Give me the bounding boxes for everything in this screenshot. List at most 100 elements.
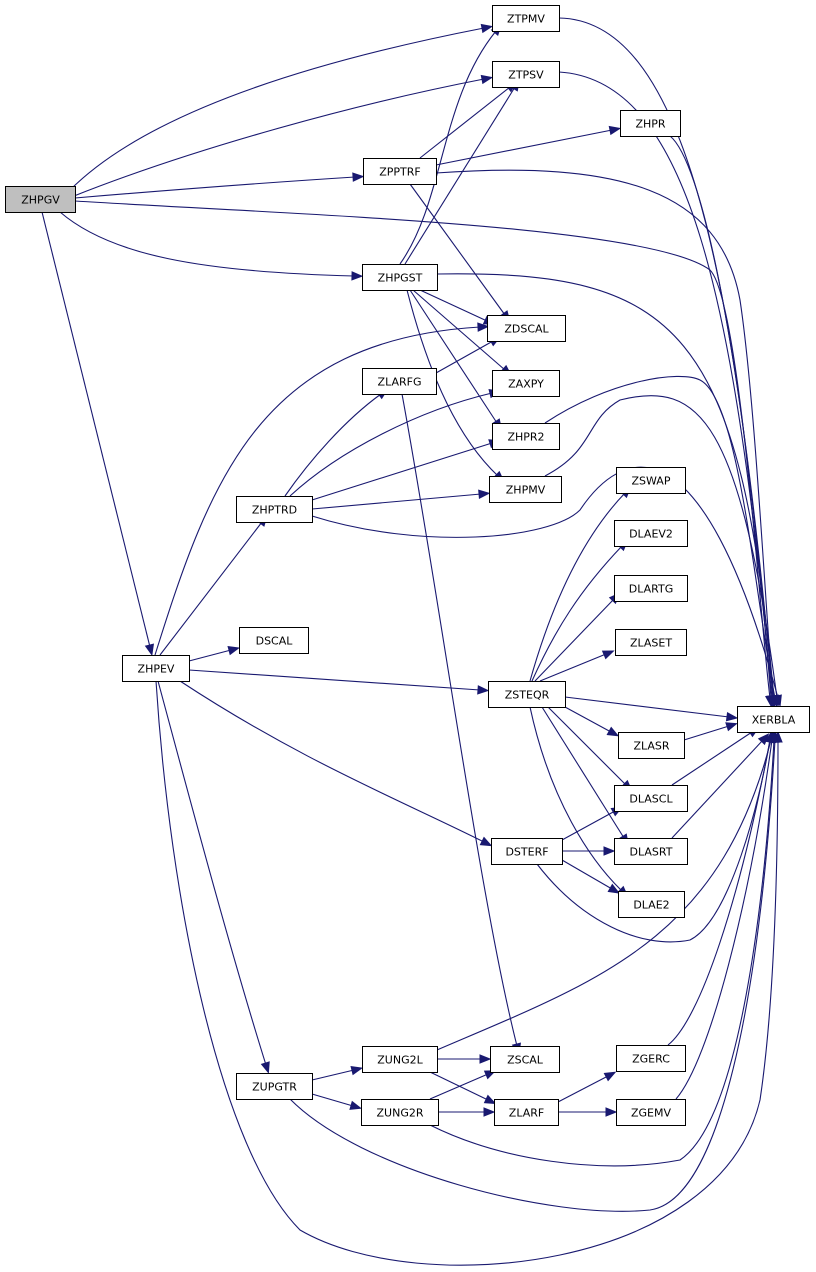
edge-dlascl-to-xerbla (671, 731, 753, 786)
nodes-layer: ZHPGV ZTPMV ZTPSV ZHPR ZPPTRF ZHPGST ZDSCAL ZLA… (5, 5, 810, 1126)
edge-zsteqr-to-dlasrt (541, 706, 625, 839)
node-label-zlasr: ZLASR (633, 740, 669, 753)
node-box-ztpsv[interactable] (492, 61, 560, 88)
node-box-zhptrd[interactable] (236, 496, 313, 523)
node-box-zswap[interactable] (616, 467, 686, 494)
node-zhpgst[interactable]: ZHPGST (362, 264, 438, 291)
node-label-zung2l: ZUNG2L (377, 1054, 423, 1067)
node-zung2l[interactable]: ZUNG2L (362, 1046, 438, 1073)
edge-zpptrf-to-zdscal (409, 183, 506, 316)
node-box-zlarf[interactable] (494, 1099, 559, 1126)
arrowhead-zung2l-to-zscal (479, 1054, 492, 1064)
node-label-zsteqr: ZSTEQR (505, 689, 550, 702)
edge-zhpev-to-dscal (188, 649, 232, 662)
node-ztpsv[interactable]: ZTPSV (492, 61, 560, 88)
node-xerbla[interactable]: XERBLA (737, 706, 810, 733)
node-zscal[interactable]: ZSCAL (490, 1046, 560, 1073)
node-zdscal[interactable]: ZDSCAL (487, 315, 566, 342)
edge-zhpev-to-zsteqr (188, 669, 481, 691)
arrowhead-zung2r-to-zlarf (483, 1107, 496, 1117)
node-zlaset[interactable]: ZLASET (615, 629, 687, 656)
arrowhead-zhpev-to-zsteqr (477, 685, 490, 695)
node-zung2r[interactable]: ZUNG2R (361, 1099, 439, 1126)
edge-zhpr-to-xerbla (669, 135, 774, 699)
node-zhptrd[interactable]: ZHPTRD (236, 496, 313, 523)
edge-zhptrd-to-zhpr2 (311, 442, 493, 501)
node-box-zung2r[interactable] (361, 1099, 439, 1126)
node-box-dlae2[interactable] (618, 891, 685, 918)
node-box-zhpr2[interactable] (492, 423, 560, 450)
node-box-zgemv[interactable] (616, 1099, 686, 1126)
node-label-zgemv: ZGEMV (631, 1107, 672, 1120)
node-box-dscal[interactable] (239, 627, 309, 654)
edge-zhpev-to-dsterf (179, 680, 485, 843)
arrowhead-zhpev-to-zdscal (477, 322, 490, 332)
node-zupgtr[interactable]: ZUPGTR (236, 1073, 313, 1100)
arrowhead-zhpgv-to-zhpev (144, 643, 154, 657)
node-zlarfg[interactable]: ZLARFG (362, 368, 437, 395)
node-zgemv[interactable]: ZGEMV (616, 1099, 686, 1126)
edge-zhpgst-to-zaxpy (412, 289, 506, 371)
node-zlarf[interactable]: ZLARF (494, 1099, 559, 1126)
node-box-zaxpy[interactable] (492, 370, 560, 397)
node-ztpmv[interactable]: ZTPMV (492, 5, 560, 32)
node-dscal[interactable]: DSCAL (239, 627, 309, 654)
node-box-zung2l[interactable] (362, 1046, 438, 1073)
node-box-xerbla[interactable] (737, 706, 810, 733)
node-zaxpy[interactable]: ZAXPY (492, 370, 560, 397)
node-box-zhpev[interactable] (122, 655, 190, 682)
node-box-dlaev2[interactable] (614, 520, 688, 547)
node-box-zgerc[interactable] (616, 1045, 686, 1072)
arrowhead-zlasr-to-xerbla (725, 722, 738, 732)
node-box-zpptrf[interactable] (363, 158, 437, 185)
node-dlae2[interactable]: DLAE2 (618, 891, 685, 918)
edge-zlarf-to-zgerc (557, 1075, 609, 1103)
node-label-xerbla: XERBLA (752, 714, 796, 727)
edge-zlarfg-to-zscal (401, 393, 518, 1047)
node-dlasrt[interactable]: DLASRT (614, 838, 688, 865)
node-box-zsteqr[interactable] (488, 681, 566, 708)
node-box-zupgtr[interactable] (236, 1073, 313, 1100)
node-zlasr[interactable]: ZLASR (618, 732, 685, 759)
node-box-zlaset[interactable] (615, 629, 687, 656)
node-box-zscal[interactable] (490, 1046, 560, 1073)
node-label-zlarfg: ZLARFG (378, 376, 422, 389)
node-box-zdscal[interactable] (487, 315, 566, 342)
node-box-dlascl[interactable] (614, 785, 688, 812)
node-dsterf[interactable]: DSTERF (491, 838, 563, 865)
node-box-dsterf[interactable] (491, 838, 563, 865)
node-zhpev[interactable]: ZHPEV (122, 655, 190, 682)
node-box-zhpgst[interactable] (362, 264, 438, 291)
arrowhead-zsteqr-to-xerbla (725, 712, 739, 722)
edge-zung2l-to-xerbla (436, 739, 772, 1051)
node-zhpgv[interactable]: ZHPGV (5, 186, 76, 213)
edge-ztpsv-to-xerbla (558, 71, 773, 699)
edge-zhpev-to-zhptrd (159, 521, 263, 656)
node-zgerc[interactable]: ZGERC (616, 1045, 686, 1072)
arrowhead-zung2r-to-xerbla (769, 730, 779, 743)
node-box-zhpmv[interactable] (489, 476, 562, 503)
edge-zgemv-to-xerbla (675, 739, 773, 1100)
node-box-zlarfg[interactable] (362, 368, 437, 395)
node-zhpmv[interactable]: ZHPMV (489, 476, 562, 503)
node-dlaev2[interactable]: DLAEV2 (614, 520, 688, 547)
node-label-zscal: ZSCAL (507, 1054, 544, 1067)
node-dlartg[interactable]: DLARTG (614, 575, 688, 602)
node-box-dlartg[interactable] (614, 575, 688, 602)
edge-zhptrd-to-xerbla (311, 466, 779, 699)
node-label-zhptrd: ZHPTRD (252, 504, 297, 517)
node-zsteqr[interactable]: ZSTEQR (488, 681, 566, 708)
node-box-ztpmv[interactable] (492, 5, 560, 32)
arrowhead-zhpgv-to-zpptrf (352, 172, 365, 182)
node-box-zhpr[interactable] (620, 110, 681, 137)
node-zhpr[interactable]: ZHPR (620, 110, 681, 137)
node-dlascl[interactable]: DLASCL (614, 785, 688, 812)
node-box-zhpgv[interactable] (5, 186, 76, 213)
node-zswap[interactable]: ZSWAP (616, 467, 686, 494)
node-zhpr2[interactable]: ZHPR2 (492, 423, 560, 450)
node-zpptrf[interactable]: ZPPTRF (363, 158, 437, 185)
node-box-dlasrt[interactable] (614, 838, 688, 865)
edge-zhpgst-to-ztpsv (404, 86, 516, 265)
node-box-zlasr[interactable] (618, 732, 685, 759)
